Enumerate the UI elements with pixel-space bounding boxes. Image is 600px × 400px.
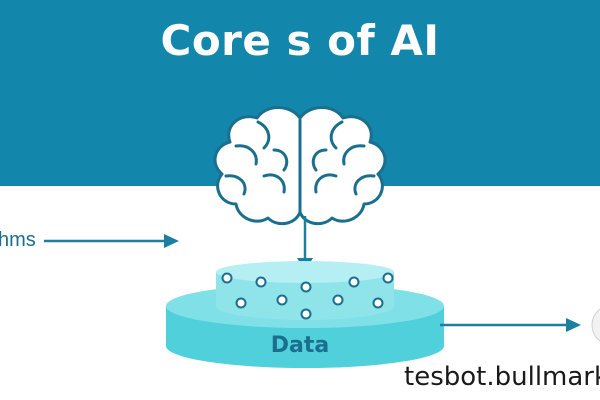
arrow-left-input <box>44 234 179 248</box>
watermark-text: tesbot.bullmark <box>404 362 600 392</box>
left-label: hms <box>0 229 36 251</box>
diagram-title: Core s of AI <box>160 16 440 65</box>
partial-node-right <box>591 308 600 342</box>
database-icon <box>166 261 444 368</box>
data-dots <box>221 272 394 320</box>
arrow-right-output <box>440 318 581 332</box>
brain-icon <box>213 106 387 226</box>
data-label: Data <box>270 333 330 358</box>
